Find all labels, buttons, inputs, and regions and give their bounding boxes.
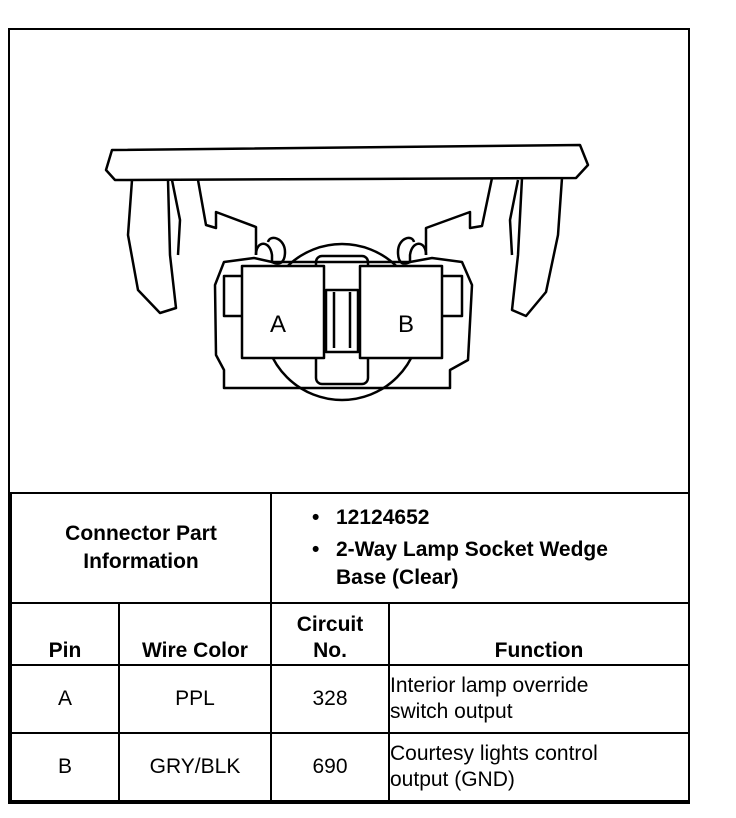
socket-body: [213, 256, 474, 390]
part-number: 12124652: [312, 504, 688, 532]
part-description: 2-Way Lamp Socket Wedge Base (Clear): [312, 536, 688, 592]
wire-color-cell: PPL: [118, 664, 272, 734]
pin-b-block: [358, 264, 444, 360]
connector-part-details: 12124652 2-Way Lamp Socket Wedge Base (C…: [270, 492, 690, 604]
pin-a-block: [240, 264, 326, 360]
left-hook: [196, 179, 258, 255]
header-pin: Pin: [10, 602, 120, 666]
left-clip: [126, 179, 178, 315]
header-row: Pin Wire Color Circuit No. Function: [10, 602, 690, 666]
connector-part-label: Connector Part Information: [10, 492, 272, 604]
table-row: A PPL 328 Interior lamp override switch …: [10, 664, 690, 734]
function-cell: Interior lamp override switch output: [388, 664, 690, 734]
pin-cell: A: [10, 664, 120, 734]
header-wire-color: Wire Color: [118, 602, 272, 666]
pin-cell: B: [10, 732, 120, 802]
right-clip: [510, 177, 564, 318]
pin-a-label: A: [270, 311, 286, 338]
connector-figure: A B Connector Part Information 12124652 …: [8, 28, 690, 804]
connector-drawing: A B: [10, 30, 688, 492]
right-hook: [424, 177, 494, 255]
top-flange: [104, 143, 590, 182]
circuit-cell: 328: [270, 664, 390, 734]
connector-part-row: Connector Part Information 12124652 2-Wa…: [10, 492, 690, 604]
function-cell: Courtesy lights control output (GND): [388, 732, 690, 802]
connector-socket-illustration: A B: [104, 143, 590, 402]
circuit-cell: 690: [270, 732, 390, 802]
header-circuit: Circuit No.: [270, 602, 390, 666]
pin-b-label: B: [398, 311, 414, 338]
connector-info-table: Connector Part Information 12124652 2-Wa…: [10, 492, 690, 802]
header-function: Function: [388, 602, 690, 666]
right-tab: [438, 274, 464, 318]
wire-color-cell: GRY/BLK: [118, 732, 272, 802]
table-row: B GRY/BLK 690 Courtesy lights control ou…: [10, 732, 690, 802]
